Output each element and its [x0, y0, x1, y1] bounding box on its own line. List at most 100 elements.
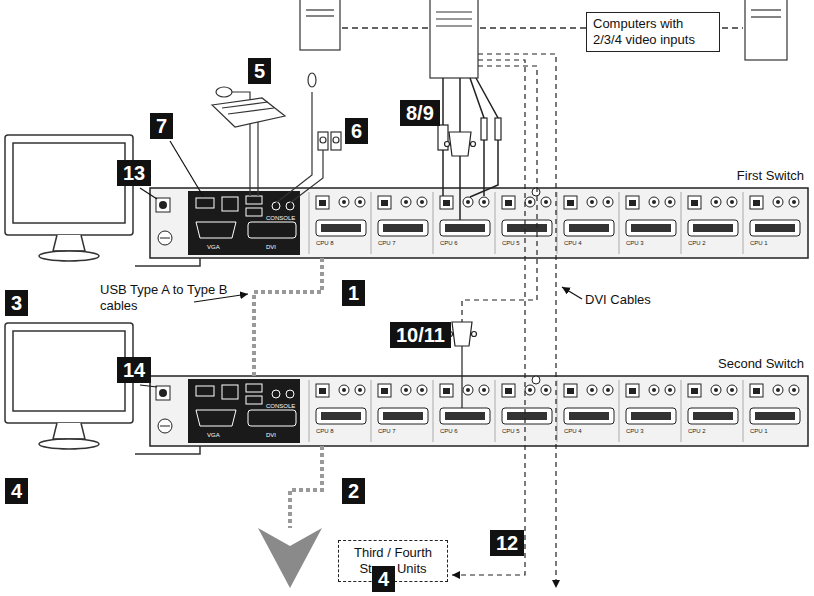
port-label: CPU 1 — [750, 428, 768, 435]
port-label: CPU 7 — [378, 428, 396, 435]
port-detail — [358, 200, 362, 204]
port-detail — [378, 196, 391, 209]
port-detail — [502, 408, 552, 424]
port-detail — [603, 197, 613, 207]
callout-number: 4 — [5, 478, 28, 504]
port-detail — [755, 224, 795, 232]
port-detail — [248, 410, 296, 426]
port-detail — [440, 220, 490, 236]
port-detail — [564, 220, 614, 236]
port-detail — [544, 200, 548, 204]
computer-link — [480, 27, 586, 29]
port-detail — [557, 192, 558, 254]
leader-line — [170, 141, 203, 196]
port-detail — [443, 388, 450, 394]
peripheral-cable — [276, 92, 312, 203]
usb-cable-assembly — [459, 78, 461, 132]
callout-number: 1 — [342, 280, 365, 306]
port-detail — [544, 388, 548, 392]
port-detail — [440, 196, 453, 209]
callout-number: 5 — [248, 58, 271, 84]
port-detail — [355, 197, 365, 207]
computer-tower — [430, 0, 478, 78]
port-detail — [159, 389, 167, 397]
dvi-cable — [461, 346, 462, 408]
port-detail — [626, 408, 676, 424]
port-detail — [466, 388, 470, 392]
port-detail — [404, 388, 408, 392]
port-detail — [714, 200, 718, 204]
port-detail — [321, 412, 361, 420]
port-detail — [420, 200, 424, 204]
port-detail — [711, 197, 721, 207]
port-detail — [773, 385, 783, 395]
port-detail — [590, 388, 594, 392]
port-detail — [196, 410, 236, 426]
port-detail — [196, 198, 214, 208]
port-detail — [649, 385, 659, 395]
callout-number: 4 — [372, 566, 395, 592]
callout-number: 6 — [345, 118, 368, 144]
computer-tower — [436, 11, 472, 12]
port-detail — [339, 385, 349, 395]
computer-tower — [751, 9, 781, 10]
leader-line — [140, 385, 157, 387]
port-label: CPU 4 — [564, 240, 582, 247]
port-detail — [358, 388, 362, 392]
port-label: CPU 4 — [564, 428, 582, 435]
switch-body — [150, 376, 808, 446]
port-detail — [567, 200, 574, 206]
port-detail — [495, 192, 496, 254]
microphone-speakers — [308, 73, 316, 87]
node-label: First Switch — [737, 168, 804, 184]
port-detail — [156, 198, 170, 212]
port-detail — [286, 390, 294, 398]
port-label: CPU 5 — [502, 240, 520, 247]
cable-plug — [449, 132, 471, 156]
note-text: DVI Cables — [585, 292, 651, 308]
port-detail — [631, 224, 671, 232]
port-detail — [420, 388, 424, 392]
kvm-switch: Second Switch — [150, 376, 808, 446]
port-detail — [404, 200, 408, 204]
port-detail — [309, 192, 310, 254]
port-detail — [246, 196, 262, 204]
port-detail — [309, 380, 310, 442]
port-detail — [158, 419, 172, 433]
computer-tower — [300, 0, 340, 50]
callout-number: 13 — [117, 160, 151, 186]
port-detail — [378, 408, 428, 424]
computer-tower — [751, 16, 781, 17]
microphone-speakers — [331, 132, 341, 150]
port-detail — [246, 208, 262, 216]
switch-body — [150, 188, 808, 258]
port-detail — [505, 388, 512, 394]
port-label: CPU 8 — [316, 428, 334, 435]
port-label: CPU 5 — [502, 428, 520, 435]
port-label: CPU 6 — [440, 240, 458, 247]
usb-cable-assembly — [442, 150, 444, 196]
port-detail — [196, 386, 214, 396]
port-detail — [606, 388, 610, 392]
port-detail — [433, 192, 434, 254]
keyboard-mouse — [212, 98, 285, 127]
port-detail — [158, 231, 172, 245]
usb-cable-continuation — [290, 446, 322, 528]
port-detail — [691, 388, 698, 394]
port-detail — [502, 220, 552, 236]
port-label: DVI — [266, 244, 276, 251]
port-detail — [789, 385, 799, 395]
monitor — [5, 323, 133, 449]
monitor — [53, 235, 85, 251]
port-detail — [417, 385, 427, 395]
cable-plug — [471, 142, 476, 147]
computer-tower — [745, 0, 787, 60]
port-detail — [371, 380, 372, 442]
port-detail — [417, 197, 427, 207]
port-detail — [776, 388, 780, 392]
port-detail — [443, 200, 450, 206]
dvi-cable — [462, 66, 537, 322]
monitor — [13, 331, 125, 411]
port-detail — [743, 192, 744, 254]
port-detail — [631, 412, 671, 420]
